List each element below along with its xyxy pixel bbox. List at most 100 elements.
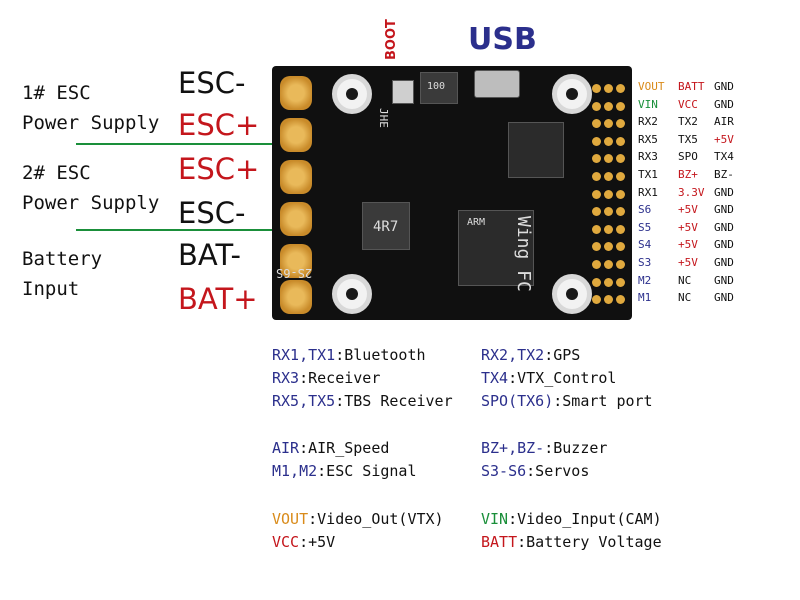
pin-label: 3.3V xyxy=(678,185,705,199)
osd-chip xyxy=(508,122,564,178)
legend-gps: RX2,TX2:GPS xyxy=(481,346,581,364)
pin-label: GND xyxy=(714,256,734,269)
power-label-bat-pos: BAT+ xyxy=(178,282,258,316)
solder-pad-3 xyxy=(280,160,312,194)
legend-esc-signal: M1,M2:ESC Signal xyxy=(272,462,417,480)
mount-hole-br xyxy=(552,274,592,314)
pin-hole xyxy=(616,84,625,93)
pin-label: GND xyxy=(714,185,734,199)
pin-label: TX1 xyxy=(638,168,658,181)
flight-controller-board: 100 4R7 ARM Wing FC JHE 2S-6S xyxy=(272,66,632,320)
pin-label: TX2 xyxy=(678,115,698,129)
pin-hole xyxy=(604,172,613,181)
pin-label: AIR xyxy=(714,115,734,129)
pin-label: RX5 xyxy=(638,132,658,146)
pin-hole xyxy=(604,119,613,129)
pin-hole xyxy=(616,136,625,146)
power-label-esc2-pos: ESC+ xyxy=(178,152,260,186)
solder-pad-6 xyxy=(280,280,312,314)
pin-label: NC xyxy=(678,273,692,287)
esc1-label-line1: 1# ESC xyxy=(22,82,91,104)
pin-hole xyxy=(592,260,601,269)
pin-hole xyxy=(592,207,601,217)
pin-label: BZ- xyxy=(714,168,734,181)
pin-label: GND xyxy=(714,97,734,111)
battery-label-line1: Battery xyxy=(22,248,103,270)
pin-label: S3 xyxy=(638,256,652,269)
pin-hole xyxy=(616,189,625,199)
pin-label: S4 xyxy=(638,238,652,252)
legend-bluetooth: RX1,TX1:Bluetooth xyxy=(272,346,426,364)
legend-vcc: VCC:+5V xyxy=(272,533,336,551)
pin-label: +5V xyxy=(678,203,698,217)
pin-label: VOUT xyxy=(638,80,665,93)
pin-hole xyxy=(616,242,625,252)
power-label-esc1-pos: ESC+ xyxy=(178,108,260,142)
pin-hole xyxy=(604,224,613,234)
pin-hole xyxy=(604,242,613,252)
pin-label: GND xyxy=(714,80,734,93)
pin-hole xyxy=(604,277,613,287)
legend-vtx-control: TX4:VTX_Control xyxy=(481,369,617,387)
pin-label: BZ+ xyxy=(678,168,698,181)
solder-pad-4 xyxy=(280,202,312,236)
pin-hole xyxy=(592,154,601,164)
solder-pad-1 xyxy=(280,76,312,110)
pin-header xyxy=(592,72,628,308)
pin-label: BATT xyxy=(678,80,705,93)
pin-hole xyxy=(616,119,625,129)
separator-line-1 xyxy=(76,143,272,145)
legend-smart-port: SPO(TX6):Smart port xyxy=(481,392,653,410)
solder-pad-2 xyxy=(280,118,312,152)
legend-receiver: RX3:Receiver xyxy=(272,369,381,387)
pin-hole xyxy=(616,154,625,164)
pin-label: M1 xyxy=(638,291,652,305)
boot-label: BOOT xyxy=(384,19,399,60)
pin-hole xyxy=(616,277,625,287)
brand-label: Wing FC xyxy=(513,216,534,292)
pin-hole xyxy=(592,295,601,305)
legend-buzzer: BZ+,BZ-:Buzzer xyxy=(481,439,608,457)
pin-hole xyxy=(592,84,601,93)
pin-hole xyxy=(604,154,613,164)
pin-label: +5V xyxy=(678,220,698,234)
pin-hole xyxy=(592,101,601,111)
pin-label: TX5 xyxy=(678,132,698,146)
pin-label: M2 xyxy=(638,273,652,287)
pin-label: +5V xyxy=(714,132,734,146)
pin-hole xyxy=(592,242,601,252)
mount-hole-tl xyxy=(332,74,372,114)
mount-hole-bl xyxy=(332,274,372,314)
pin-hole xyxy=(592,136,601,146)
pin-hole xyxy=(604,260,613,269)
inductor: 4R7 xyxy=(362,202,410,250)
legend-air-speed: AIR:AIR_Speed xyxy=(272,439,390,457)
mount-hole-tr xyxy=(552,74,592,114)
legend-video-input: VIN:Video_Input(CAM) xyxy=(481,510,662,528)
pin-hole xyxy=(616,260,625,269)
pin-hole xyxy=(616,207,625,217)
pin-hole xyxy=(604,189,613,199)
boot-button xyxy=(392,80,414,104)
pin-hole xyxy=(616,224,625,234)
pin-label: S6 xyxy=(638,203,652,217)
esc2-label-line2: Power Supply xyxy=(22,192,160,214)
pin-hole xyxy=(592,172,601,181)
pin-label: NC xyxy=(678,291,692,305)
pin-label: RX2 xyxy=(638,115,658,129)
separator-line-2 xyxy=(76,229,272,231)
pin-label: +5V xyxy=(678,238,698,252)
pin-hole xyxy=(592,189,601,199)
pin-hole xyxy=(592,119,601,129)
pin-hole xyxy=(616,295,625,305)
power-label-bat-neg: BAT- xyxy=(178,238,241,272)
capacitor: 100 xyxy=(420,72,458,104)
pin-hole xyxy=(604,207,613,217)
battery-label-line2: Input xyxy=(22,278,80,300)
legend-battery-voltage: BATT:Battery Voltage xyxy=(481,533,662,551)
usb-connector xyxy=(474,70,520,98)
esc1-label-line2: Power Supply xyxy=(22,112,160,134)
pin-hole xyxy=(616,101,625,111)
pin-label: SPO xyxy=(678,150,698,164)
